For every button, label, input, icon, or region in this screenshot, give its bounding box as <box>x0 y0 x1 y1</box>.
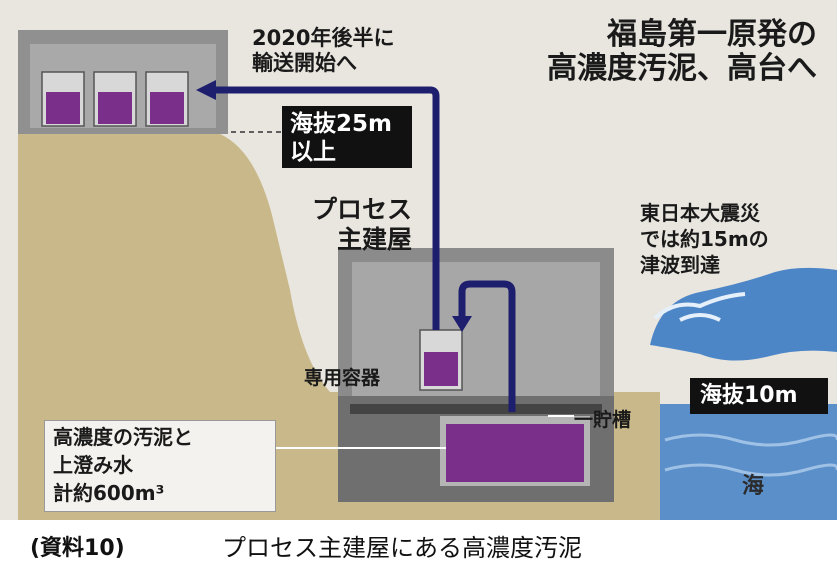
lift-arrow-head <box>452 316 472 332</box>
transport-arrow-head <box>196 80 216 100</box>
hilltop-containers <box>41 71 189 127</box>
sludge-note: 高濃度の汚泥と 上澄み水 計約600m³ <box>44 420 276 512</box>
diagram-title: 福島第一原発の 高濃度汚泥、高台へ <box>547 17 817 86</box>
altitude-25m-badge: 海抜25m 以上 <box>282 106 412 168</box>
tsunami-note: 東日本大震災 では約15mの 津波到達 <box>640 201 769 277</box>
caption-text: プロセス主建屋にある高濃度汚泥 <box>222 534 582 562</box>
sludge-tank <box>446 424 584 482</box>
storage-tank-label: 一貯槽 <box>574 409 632 431</box>
process-building-label: プロセス 主建屋 <box>312 195 413 254</box>
tsunami-wave <box>650 267 837 361</box>
caption-bar <box>0 520 837 568</box>
dedicated-container-label: 専用容器 <box>304 367 381 389</box>
lift-arrow <box>458 280 516 412</box>
caption-reference: (資料10) <box>30 536 125 561</box>
transport-arrow <box>214 86 440 330</box>
sea-area <box>660 404 837 520</box>
tsunami-foam <box>653 292 746 322</box>
basement-floor-1 <box>350 404 602 414</box>
diagram-figure: 福島第一原発の 高濃度汚泥、高台へ 2020年後半に 輸送開始へ 海抜25m 以… <box>0 0 837 520</box>
sea-label: 海 <box>742 474 765 499</box>
wave-lines <box>664 433 837 477</box>
altitude-10m-badge: 海抜10m <box>690 378 828 414</box>
transport-label: 2020年後半に 輸送開始へ <box>252 26 395 75</box>
container-on-site-sludge <box>424 352 458 386</box>
